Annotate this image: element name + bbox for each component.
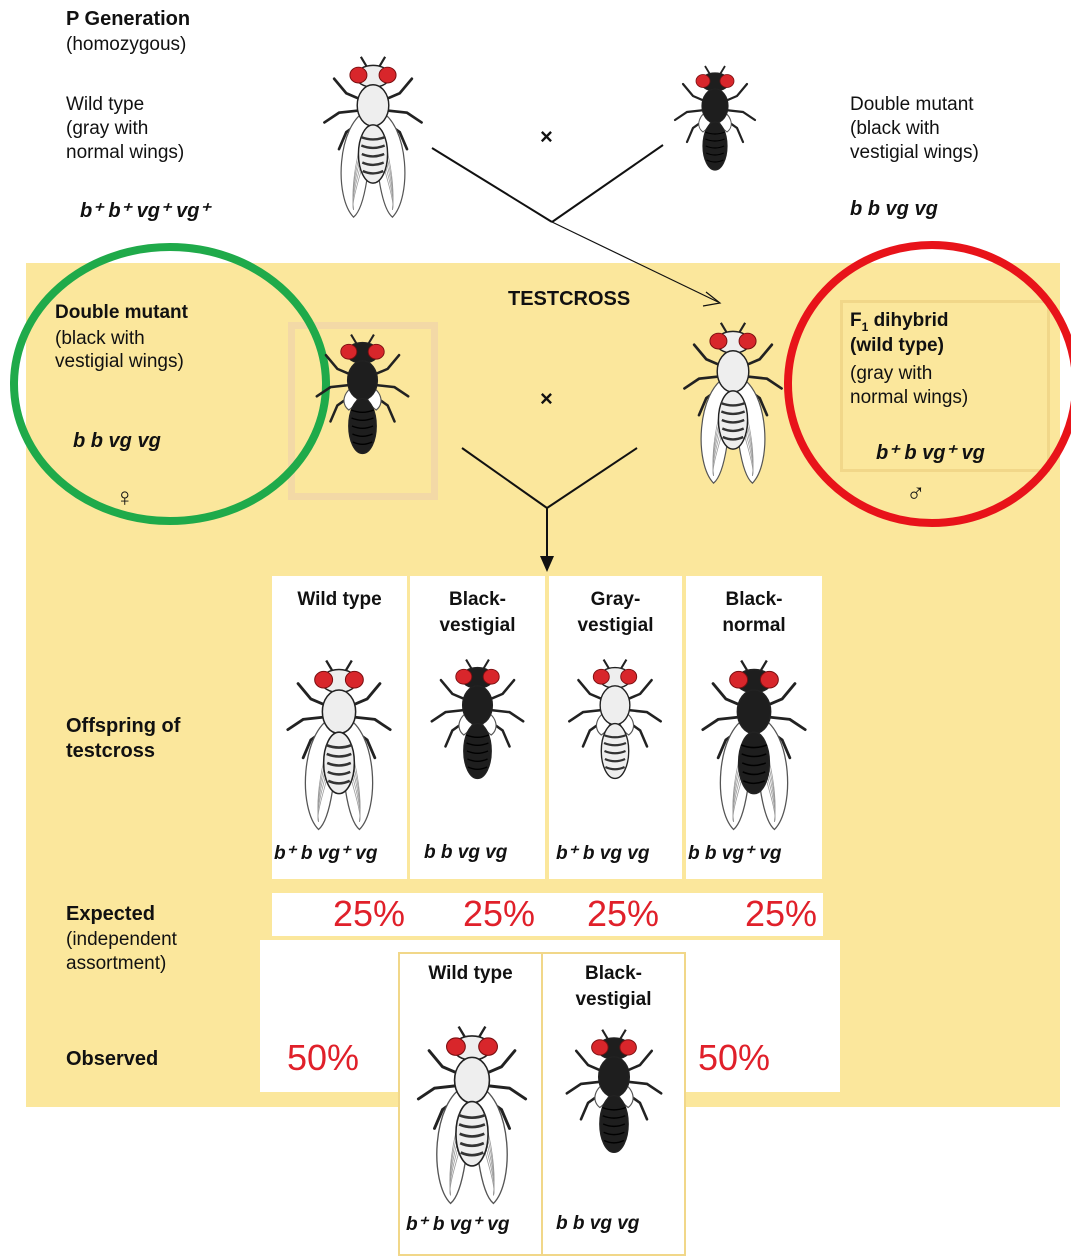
testcross-female-fly-icon xyxy=(300,330,425,490)
testcross-line-left xyxy=(462,448,547,508)
p-cross-line-right xyxy=(552,145,663,222)
male-highlight-circle xyxy=(788,245,1071,523)
testcross-arrowhead xyxy=(540,556,554,572)
p-wild-type-fly-icon xyxy=(308,52,438,222)
p-to-f1-arrow-line xyxy=(552,222,718,302)
offspring-wild-type-fly-icon xyxy=(275,650,403,840)
observed-wild-type-fly-icon xyxy=(405,1020,539,1210)
offspring-black-vestigial-fly-icon xyxy=(415,655,540,815)
female-highlight-circle xyxy=(14,247,326,521)
p-cross-line-left xyxy=(432,148,552,222)
testcross-line-right xyxy=(547,448,637,508)
observed-black-vestigial-fly-icon xyxy=(547,1025,681,1190)
testcross-male-fly-icon xyxy=(668,318,798,488)
offspring-black-normal-fly-icon xyxy=(690,650,818,840)
offspring-gray-vestigial-fly-icon xyxy=(551,655,679,815)
p-double-mutant-fly-icon xyxy=(660,62,770,202)
